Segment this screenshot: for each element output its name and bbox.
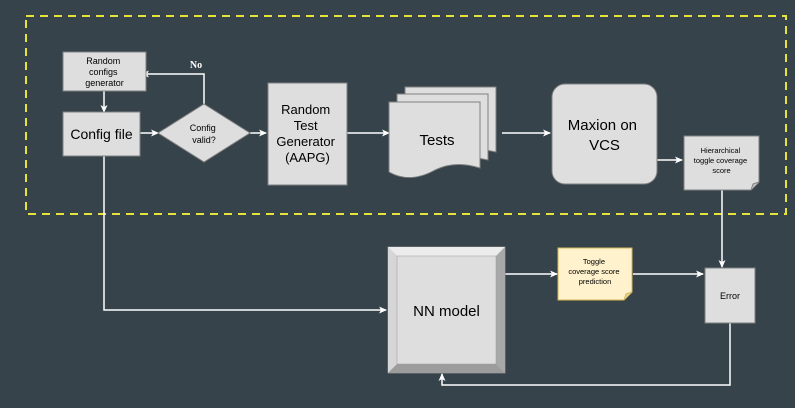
svg-text:Random configs gen: Random configs generator xyxy=(85,56,124,88)
generator-label-3: generator xyxy=(85,78,124,88)
tests-node: Tests xyxy=(388,86,497,178)
svg-text:Toggle coverage score: Toggle coverage score prediction xyxy=(568,257,621,286)
svg-text:Hierarchical toggle cove: Hierarchical toggle coverage score xyxy=(694,146,749,175)
arrow-error-to-nn xyxy=(438,323,731,386)
svg-text:Maxion on VCS: Maxion on VCS xyxy=(568,117,641,154)
svg-text:Random Test Genera: Random Test Generator (AAPG) xyxy=(276,102,338,165)
config-valid-decision: Config valid? xyxy=(157,103,251,163)
arrow-config-to-nn xyxy=(103,156,387,314)
hierarchical-score-note: Hierarchical toggle coverage score xyxy=(683,135,760,191)
score-label-1: Hierarchical xyxy=(701,146,741,155)
generator-label-2: configs xyxy=(89,67,118,77)
prediction-label-1: Toggle xyxy=(583,257,605,266)
rtg-label-1: Random xyxy=(281,102,330,117)
config-file-node: Config file xyxy=(62,111,141,157)
valid-label-1: Config xyxy=(190,123,216,133)
generator-label-1: Random xyxy=(86,56,120,66)
valid-label-2: valid? xyxy=(192,135,216,145)
maxion-on-vcs-node: Maxion on VCS xyxy=(551,83,658,185)
config-file-label: Config file xyxy=(70,126,132,142)
nn-model-label: NN model xyxy=(413,303,480,320)
score-label-2: toggle coverage xyxy=(694,156,747,165)
svg-text:Config valid?: Config valid? xyxy=(190,123,219,145)
nn-model-node: NN model xyxy=(387,246,506,374)
score-label-3: score xyxy=(712,166,730,175)
error-label: Error xyxy=(720,291,740,301)
rtg-label-2: Test xyxy=(294,118,318,133)
random-configs-generator-node: Random configs generator xyxy=(62,51,147,92)
maxion-label-2: VCS xyxy=(589,137,620,154)
prediction-label-3: prediction xyxy=(579,277,612,286)
no-label: No xyxy=(190,60,202,71)
toggle-prediction-note: Toggle coverage score prediction xyxy=(557,247,633,301)
error-node: Error xyxy=(704,267,756,324)
tests-label: Tests xyxy=(419,132,454,149)
maxion-label-1: Maxion on xyxy=(568,117,637,134)
random-test-generator-node: Random Test Generator (AAPG) xyxy=(267,82,348,186)
prediction-label-2: coverage score xyxy=(568,267,619,276)
connectors xyxy=(100,70,731,386)
dashed-region-border xyxy=(25,15,787,215)
rtg-label-3: Generator xyxy=(276,134,335,149)
arrow-no-loop xyxy=(141,70,205,104)
rtg-label-4: (AAPG) xyxy=(285,150,330,165)
